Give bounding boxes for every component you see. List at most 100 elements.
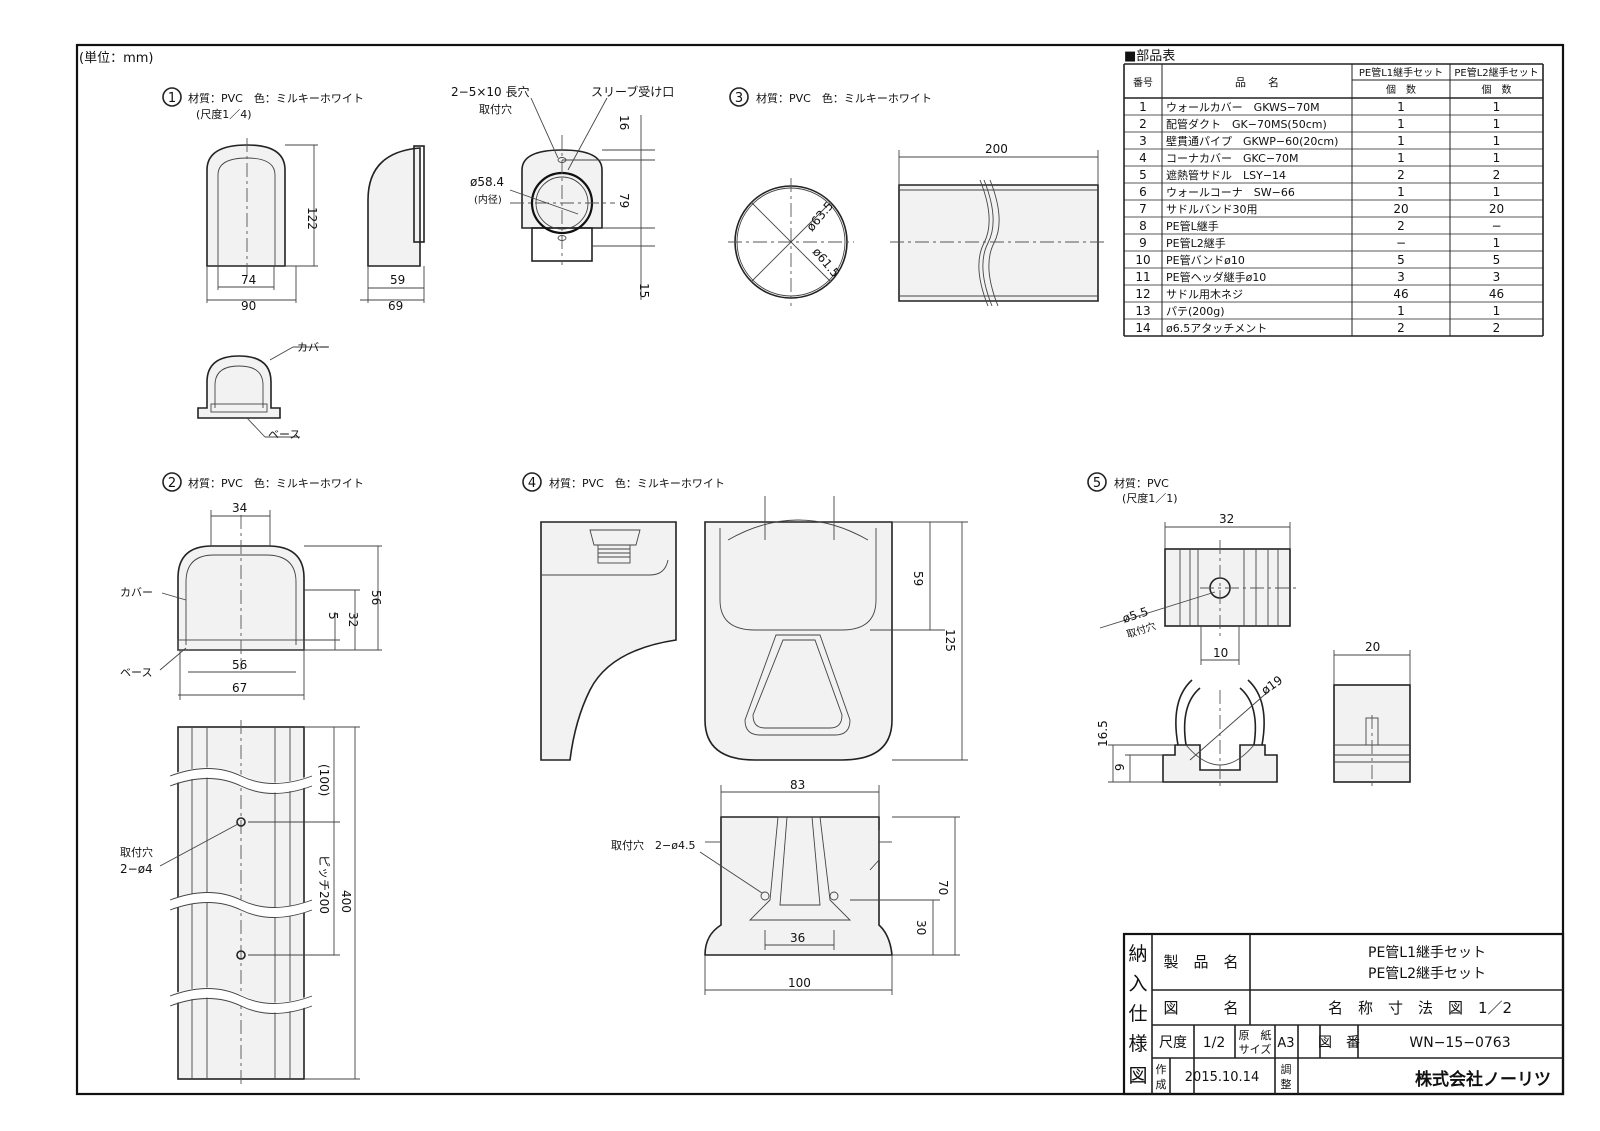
part-3-material: 材質：PVC 色：ミルキーホワイト [756, 91, 932, 105]
product-name-1: PE管L1継手セット [1368, 945, 1486, 961]
parts-row-no: 3 [1139, 134, 1147, 148]
date: 2015.10.14 [1185, 1070, 1259, 1085]
parts-row-qty-1: 2 [1397, 219, 1405, 233]
part-1-side-flange [413, 145, 425, 243]
parts-row-qty-1: 1 [1397, 134, 1405, 148]
parts-row-qty-2: 20 [1489, 202, 1504, 216]
label-dia-58-4: ø58.4 [470, 175, 504, 189]
parts-row-name: PE管バンドø10 [1166, 253, 1245, 267]
part-5-front-view [1162, 744, 1278, 783]
parts-row-qty-2: 2 [1493, 321, 1501, 335]
label-inner: (内径) [474, 193, 502, 206]
parts-row-name: 配管ダクト GK−70MS(50cm) [1166, 117, 1327, 131]
parts-row-qty-2: 1 [1493, 134, 1501, 148]
part-5-pipe-band: 5 材質：PVC (尺度1／1) 32 ø5.5 取付穴 10 [1087, 472, 1411, 790]
company-name: 株式会社ノーリツ [1415, 1069, 1551, 1090]
dim-100-4: 100 [788, 976, 811, 990]
side-char-2: 入 [1128, 973, 1147, 995]
parts-row-no: 12 [1135, 287, 1150, 301]
parts-row-no: 9 [1139, 236, 1147, 250]
header-qty-1: 個 数 [1386, 83, 1416, 96]
parts-row-no: 2 [1139, 117, 1147, 131]
dim-30: 30 [914, 920, 928, 935]
parts-row-qty-2: 1 [1493, 185, 1501, 199]
part-1-assembly-section [197, 355, 281, 419]
dim-122: 122 [305, 207, 319, 230]
header-set-1: PE管L1継手セット [1359, 66, 1443, 79]
drawing-name: 名 称 寸 法 図 1／2 [1328, 999, 1512, 1017]
dim-56-w: 56 [232, 658, 247, 672]
part-1-number-circle [162, 87, 182, 107]
part-2-material: 材質：PVC 色：ミルキーホワイト [188, 476, 364, 490]
part-1-scale: (尺度1／4) [196, 107, 252, 121]
parts-row-no: 1 [1139, 100, 1147, 114]
part-4-front-view [704, 521, 893, 761]
parts-row-name: ウォールコーナ SW−66 [1166, 186, 1295, 199]
parts-table-title: ■部品表 [1124, 49, 1175, 64]
part-5-number: 5 [1093, 476, 1101, 491]
part-4-side-view [540, 521, 677, 761]
label-hole-4: 取付穴 2−ø4.5 [611, 838, 695, 852]
parts-row-qty-2: 1 [1493, 236, 1501, 250]
parts-row-qty-1: 1 [1397, 151, 1405, 165]
parts-row-qty-1: 1 [1397, 100, 1405, 114]
adj-label-1: 調 [1281, 1062, 1292, 1076]
label-sleeve: スリーブ受け口 [591, 84, 674, 99]
parts-row-qty-2: − [1491, 219, 1501, 233]
part-5-top-view [1164, 548, 1291, 627]
dim-d63-5: ø63.5 [804, 199, 837, 234]
unit-note: (単位：mm) [79, 50, 153, 66]
side-char-3: 仕 [1128, 1003, 1147, 1025]
dim-100-paren: (100) [317, 764, 331, 796]
parts-row-no: 8 [1139, 219, 1147, 233]
dim-9: 9 [1113, 763, 1127, 771]
parts-row-no: 13 [1135, 304, 1150, 318]
dim-83: 83 [790, 778, 805, 792]
dim-74: 74 [241, 273, 256, 287]
parts-row-name: サドル用木ネジ [1166, 288, 1243, 301]
dim-16: 16 [617, 115, 631, 130]
parts-row-name: サドルバンド30用 [1166, 203, 1258, 216]
part-3-side-view [898, 184, 1099, 302]
part-4-corner-cover: 4 材質：PVC 色：ミルキーホワイト 59 125 取付穴 2−ø [522, 472, 968, 995]
parts-row-qty-2: 1 [1493, 151, 1501, 165]
header-qty-2: 個 数 [1482, 83, 1512, 96]
made-label-1: 作 [1156, 1063, 1167, 1076]
part-1-front-view [206, 144, 286, 267]
header-no: 番号 [1133, 77, 1153, 89]
part-1-side-view [367, 147, 421, 267]
part-4-material: 材質：PVC 色：ミルキーホワイト [549, 476, 725, 490]
part-1-number: 1 [168, 91, 176, 106]
parts-row-name: PE管L継手 [1166, 219, 1219, 233]
parts-row-qty-2: 2 [1493, 168, 1501, 182]
part-2-duct: 2 材質：PVC 色：ミルキーホワイト 34 56 32 5 56 67 カバー… [120, 472, 383, 1086]
part-1-wall-cover: 1 材質：PVC 色：ミルキーホワイト (尺度1／4) 122 74 90 59… [162, 84, 674, 441]
label-pitch: ピッチ200 [317, 855, 331, 914]
dim-59-4: 59 [911, 571, 925, 586]
parts-row-qty-1: 1 [1397, 117, 1405, 131]
scale-value: 1/2 [1203, 1035, 1226, 1051]
parts-row-name: 遮熱管サドル LSY−14 [1166, 168, 1286, 182]
dim-d61-5: ø61.5 [810, 245, 843, 280]
paper-label-2: サイズ [1239, 1042, 1272, 1056]
label-cover-1: カバー [297, 341, 330, 354]
dim-400: 400 [339, 890, 353, 913]
parts-row-qty-1: 5 [1397, 253, 1405, 267]
parts-row-qty-1: 20 [1393, 202, 1408, 216]
product-label: 製 品 名 [1163, 953, 1238, 971]
drawing-label: 図 名 [1163, 999, 1238, 1017]
parts-row-qty-1: 1 [1397, 185, 1405, 199]
label-cover-2: カバー [120, 586, 153, 599]
part-5-material: 材質：PVC [1114, 476, 1169, 490]
parts-row-qty-2: 5 [1493, 253, 1501, 267]
dim-67: 67 [232, 681, 247, 695]
parts-row-qty-1: 2 [1397, 168, 1405, 182]
label-hole: 取付穴 [479, 102, 512, 116]
parts-row-qty-1: 46 [1393, 287, 1408, 301]
part-2-number: 2 [168, 476, 176, 491]
parts-row-qty-2: 3 [1493, 270, 1501, 284]
header-name: 品 名 [1235, 75, 1279, 89]
side-char-1: 納 [1128, 943, 1147, 965]
dim-79: 79 [617, 193, 631, 208]
label-hole-dia-2: 2−ø4 [120, 862, 153, 876]
